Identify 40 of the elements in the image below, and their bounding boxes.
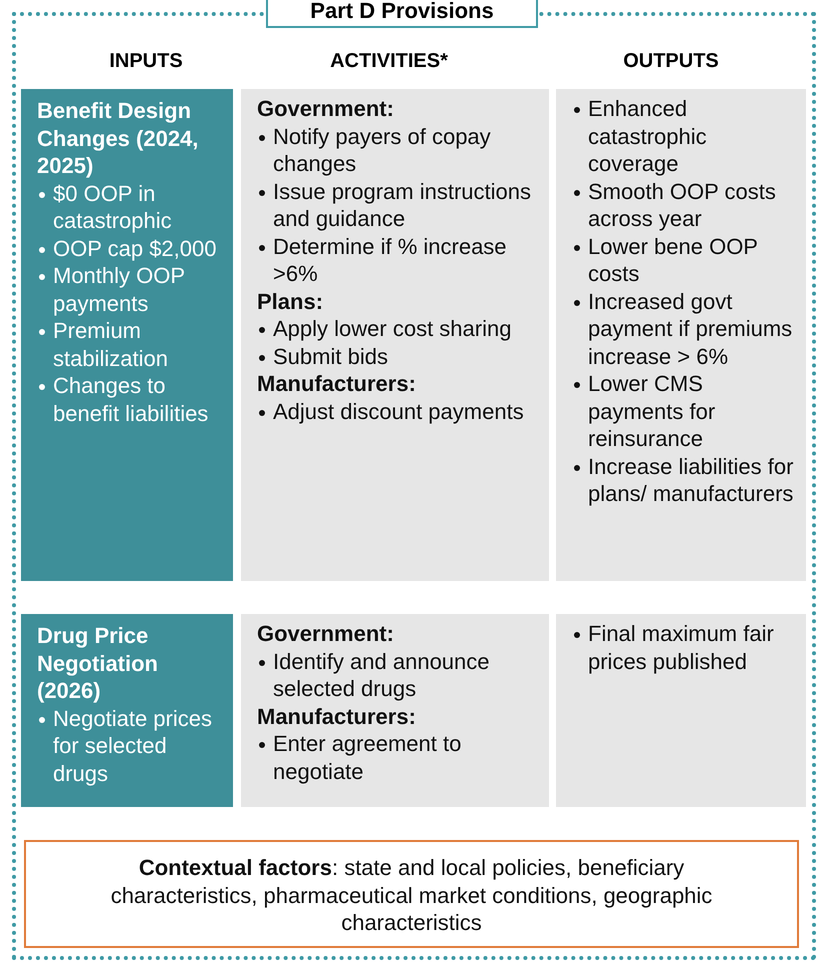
bullet-item: Lower CMS payments for reinsurance [572, 370, 794, 452]
section-heading: Government: [257, 95, 395, 122]
output-box [556, 614, 806, 807]
column-header: ACTIVITIES* [329, 50, 449, 73]
section-heading: Manufacturers: [257, 370, 417, 398]
context-box [24, 840, 799, 948]
bullet-item: Determine if % increase >6% [257, 232, 537, 288]
input-box [21, 89, 233, 581]
bullet-item: Smooth OOP costs across year [572, 178, 794, 232]
bullet-item: Changes to benefit liabilities [37, 372, 221, 427]
bullet-item: Lower bene OOP costs [572, 232, 794, 288]
bullet-item: $0 OOP in catastrophic [37, 180, 221, 234]
activity-box [241, 89, 549, 581]
output-box [556, 89, 806, 581]
bullet-item: Submit bids [257, 342, 537, 370]
section-heading: Benefit Design Changes (2024, 2025) [37, 97, 200, 180]
context-text: Contextual factors: state and local policies, beneficiary characteristics, pharmaceutical market conditions, geographic characteristics [110, 854, 714, 936]
bullet-item: Identify and announce selected drugs [257, 648, 537, 702]
bullet-item: Negotiate prices for selected drugs [37, 704, 221, 787]
bullet-item: OOP cap $2,000 [37, 234, 221, 262]
column-header: OUTPUTS [622, 50, 720, 73]
bullet-item: Increased govt payment if premiums increase > 6% [572, 288, 794, 370]
bullet-item: Increase liabilities for plans/ manufacturers [572, 452, 794, 508]
section-heading: Manufacturers: [257, 702, 417, 730]
activity-box [241, 614, 549, 807]
bullet-item: Premium stabilization [37, 317, 221, 372]
bullet-item: Adjust discount payments [257, 398, 537, 425]
column-header: INPUTS [108, 50, 184, 73]
frame-title: Part D Provisions [266, 0, 538, 28]
bullet-item: Final maximum fair prices published [572, 620, 794, 675]
bullet-item: Apply lower cost sharing [257, 315, 537, 342]
bullet-item: Enter agreement to negotiate [257, 730, 537, 785]
bullet-item: Issue program instructions and guidance [257, 178, 537, 232]
bullet-item: Monthly OOP payments [37, 262, 221, 317]
bullet-item: Notify payers of copay changes [257, 122, 537, 178]
section-heading: Government: [257, 620, 395, 648]
section-heading: Plans: [257, 288, 324, 315]
section-heading: Drug Price Negotiation (2026) [37, 622, 159, 704]
input-box [21, 614, 233, 807]
bullet-item: Enhanced catastrophic coverage [572, 95, 794, 178]
